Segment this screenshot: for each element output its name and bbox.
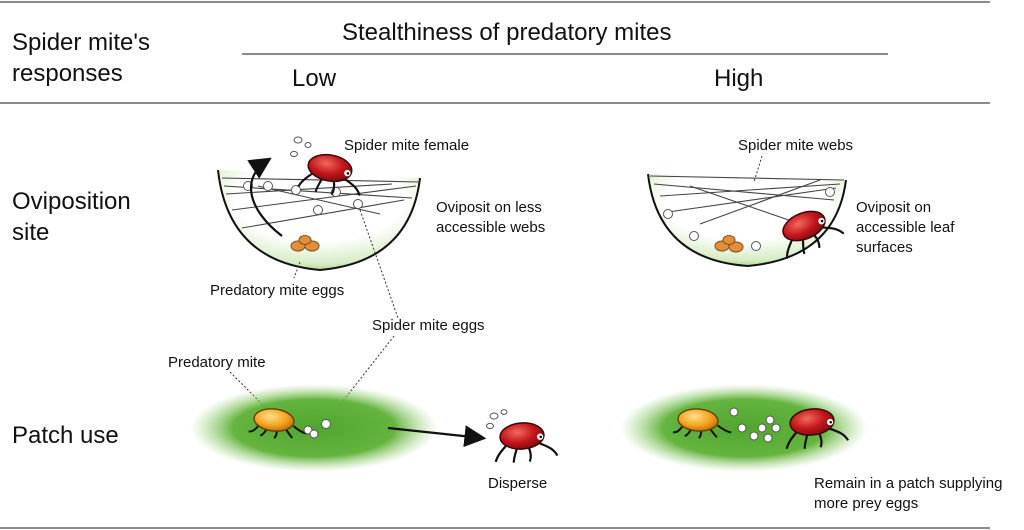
label-remain: Remain in a patch supplying more prey eg… (814, 475, 1003, 512)
label-predatory-mite: Predatory mite (168, 354, 266, 371)
spider-mite-eggs-high (663, 187, 835, 251)
label-oviposit-low: Oviposit on less accessible webs (436, 199, 546, 236)
column-group-title: Stealthiness of predatory mites (342, 19, 672, 46)
low-stealth-leaf-bowl (217, 136, 421, 272)
bottom-rule (0, 527, 990, 529)
column-group-rule (242, 53, 888, 55)
label-oviposit-high: Oviposit on accessible leaf surfaces (856, 199, 955, 256)
top-rule (0, 1, 990, 3)
disperse-puffs (486, 409, 508, 430)
high-stealth-patch (620, 384, 868, 472)
column-low-header: Low (292, 65, 337, 92)
row-header-label: Spider mite's responses (12, 29, 150, 87)
label-predatory-mite-eggs: Predatory mite eggs (210, 282, 345, 299)
predatory-mite-eggs-low (290, 235, 320, 252)
label-disperse: Disperse (488, 475, 548, 492)
label-spider-mite-webs: Spider mite webs (738, 137, 854, 154)
row-patch-use-label: Patch use (12, 422, 119, 449)
alarm-puffs (290, 136, 312, 158)
row-oviposition-label: Oviposition site (12, 188, 131, 246)
disperse-arrow (387, 425, 487, 448)
web-threads-high (649, 175, 845, 227)
escape-arrow (247, 157, 283, 237)
label-spider-mite-eggs: Spider mite eggs (372, 317, 485, 334)
high-stealth-leaf-bowl (647, 173, 847, 268)
header-bottom-rule (0, 102, 990, 104)
column-high-header: High (714, 65, 764, 92)
patch-eggs-high (729, 407, 781, 443)
label-spider-mite-female: Spider mite female (344, 137, 470, 154)
dispersing-spider-mite (492, 419, 559, 465)
patch-eggs-low (303, 419, 331, 439)
low-stealth-patch (190, 384, 559, 472)
predatory-mite-eggs-high (714, 235, 744, 253)
